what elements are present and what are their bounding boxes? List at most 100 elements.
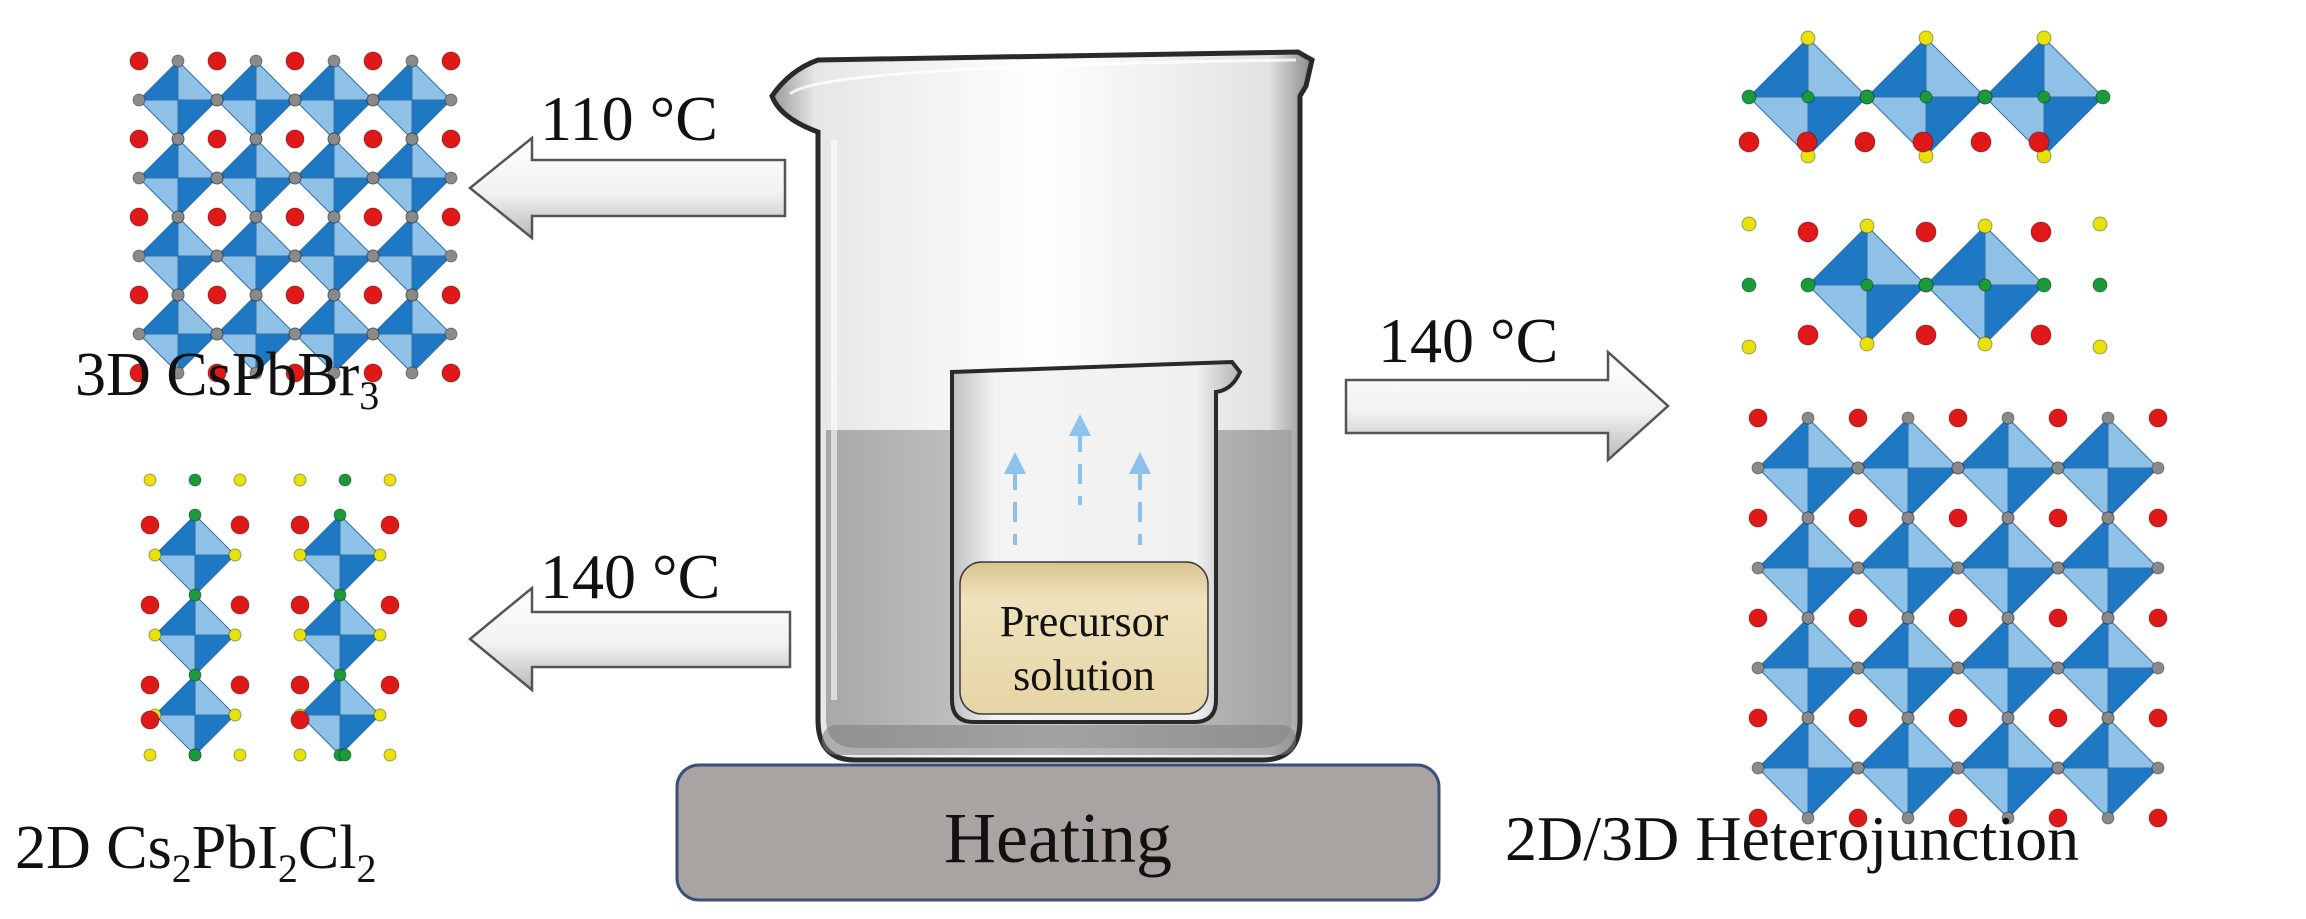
halide-atom	[1801, 90, 1815, 104]
halide-atom	[366, 93, 380, 107]
halide-atom	[1918, 277, 1934, 293]
halide-atom	[444, 171, 458, 185]
halide-atom	[293, 628, 307, 642]
halide-atom	[228, 708, 242, 722]
octahedron	[153, 673, 237, 757]
halide-atom	[1977, 89, 1993, 105]
halide-atom	[1901, 411, 1915, 425]
halide-atom	[327, 366, 341, 380]
cs-atom	[2048, 408, 2068, 428]
halide-atom	[249, 54, 263, 68]
halide-atom	[293, 473, 307, 487]
halide-atom	[2001, 511, 2015, 525]
halide-atom	[405, 132, 419, 146]
halide-atom	[2101, 811, 2115, 825]
halide-atom	[210, 327, 224, 341]
halide-atom	[293, 748, 307, 762]
cs-atom	[441, 363, 461, 383]
halide-atom	[1860, 278, 1874, 292]
cs-atom	[290, 515, 310, 535]
octahedron	[137, 293, 219, 375]
label-cs2pbi2cl2-b: PbI	[192, 814, 278, 882]
halide-atom	[288, 249, 302, 263]
halide-atom	[171, 288, 185, 302]
halide-atom	[333, 508, 347, 522]
cs-atom	[207, 51, 227, 71]
cs-atom	[140, 675, 160, 695]
halide-atom	[2051, 761, 2065, 775]
octahedron	[2056, 616, 2160, 720]
halide-atom	[405, 288, 419, 302]
halide-atom	[1951, 561, 1965, 575]
cs-atom	[230, 675, 250, 695]
cs-atom	[285, 285, 305, 305]
cs-atom	[129, 51, 149, 71]
vapor-arrows	[1004, 414, 1151, 545]
cs-atom	[129, 129, 149, 149]
halide-atom	[132, 327, 146, 341]
halide-atom	[2151, 761, 2165, 775]
halide-atom	[2036, 277, 2052, 293]
octahedron	[298, 593, 382, 677]
octahedron	[137, 59, 219, 141]
halide-atom	[228, 628, 242, 642]
octahedron	[1747, 36, 1869, 158]
cs-atom	[2148, 408, 2168, 428]
octahedron	[2056, 416, 2160, 520]
halide-atom	[2051, 661, 2065, 675]
halide-atom	[1977, 218, 1993, 234]
cs-atom	[441, 129, 461, 149]
cs-atom	[441, 51, 461, 71]
halide-atom	[249, 366, 263, 380]
halide-atom	[2036, 30, 2052, 46]
label-cs2pbi2cl2-sub3: 2	[357, 846, 377, 891]
halide-atom	[2092, 216, 2108, 232]
halide-atom	[293, 548, 307, 562]
octahedron	[371, 215, 453, 297]
label-cspbbr3-main: 3D CsPbBr	[75, 341, 360, 409]
halide-atom	[171, 132, 185, 146]
halide-atom	[333, 668, 347, 682]
octahedron	[371, 59, 453, 141]
halide-atom	[444, 249, 458, 263]
octahedron	[2056, 716, 2160, 820]
cs-atom	[290, 595, 310, 615]
halide-atom	[188, 668, 202, 682]
octahedron	[1865, 36, 1987, 158]
halide-atom	[288, 93, 302, 107]
halide-atom	[1851, 761, 1865, 775]
cs-atom	[363, 51, 383, 71]
halide-atom	[338, 473, 352, 487]
label-cs2pbi2cl2: 2D Cs2PbI2Cl2	[15, 814, 377, 891]
octahedron	[215, 293, 297, 375]
halide-atom	[233, 748, 247, 762]
octahedron	[1756, 416, 1860, 520]
cs-atom	[140, 710, 160, 730]
halide-atom	[2001, 811, 2015, 825]
halide-atom	[2001, 611, 2015, 625]
halide-atom	[1801, 711, 1815, 725]
cs-atom	[2028, 131, 2050, 153]
halide-atom	[405, 366, 419, 380]
halide-atom	[2101, 711, 2115, 725]
cs-atom	[2048, 808, 2068, 828]
halide-atom	[1741, 277, 1757, 293]
halide-atom	[327, 288, 341, 302]
halide-atom	[171, 366, 185, 380]
halide-atom	[327, 54, 341, 68]
halide-atom	[188, 748, 202, 762]
halide-atom	[444, 327, 458, 341]
octahedron	[137, 137, 219, 219]
halide-atom	[210, 171, 224, 185]
cs-atom	[1748, 708, 1768, 728]
halide-atom	[405, 210, 419, 224]
cs-atom	[140, 515, 160, 535]
arrow-right	[1344, 349, 1670, 463]
cs-atom	[2148, 608, 2168, 628]
cs-atom	[290, 710, 310, 730]
cs-atom	[1948, 608, 1968, 628]
halide-atom	[171, 54, 185, 68]
octahedron	[293, 215, 375, 297]
cs-atom	[285, 129, 305, 149]
